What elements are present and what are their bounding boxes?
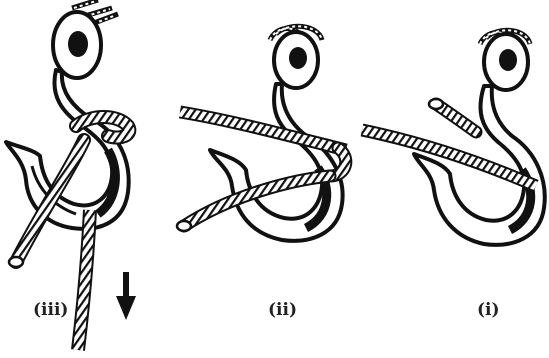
hook-i [362,30,545,245]
arrow-down-icon [116,272,136,320]
step-label-ii: (ii) [268,300,297,320]
step-label-iii: (iii) [33,300,68,320]
step-label-i: (i) [477,300,500,320]
hook-ii [177,26,346,241]
hook-iii [6,0,129,350]
